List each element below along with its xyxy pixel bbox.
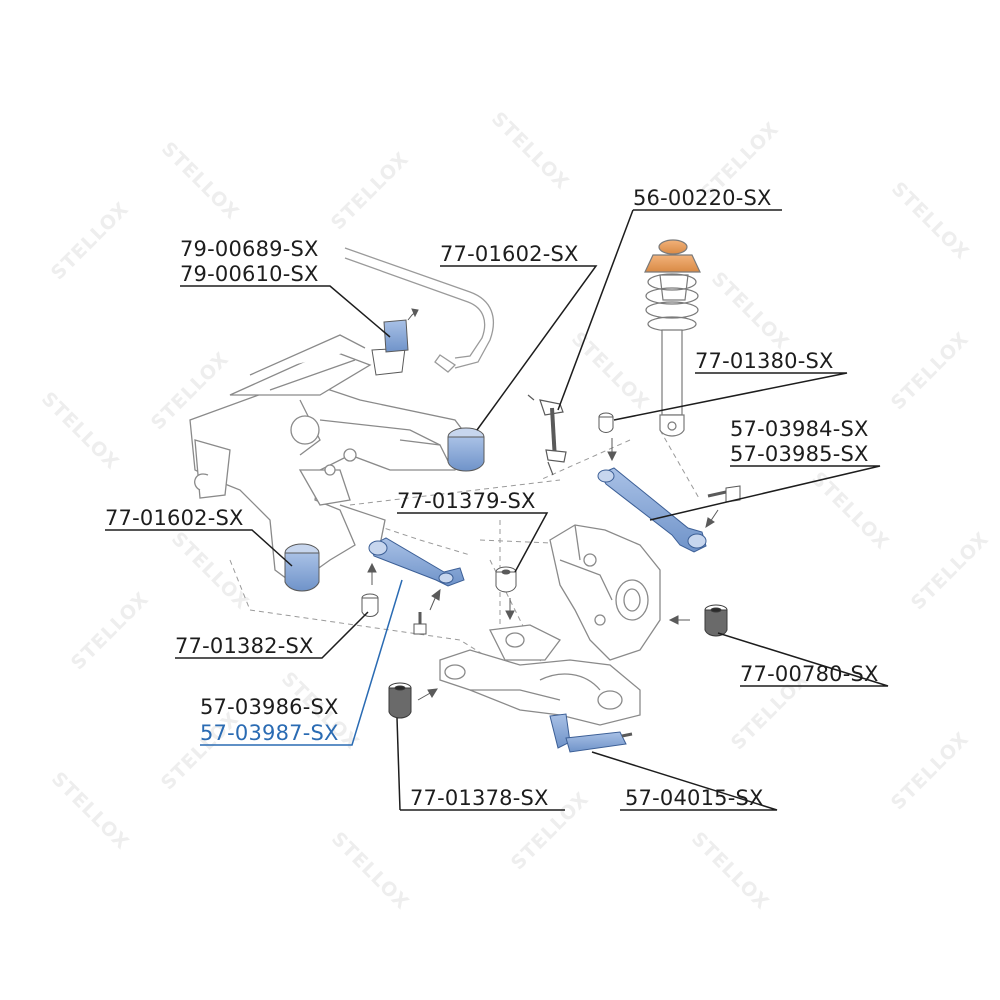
label-77-01602-top: 77-01602-SX (440, 242, 579, 266)
label-77-01379: 77-01379-SX (397, 489, 536, 513)
arm-bushing-01378 (388, 682, 412, 719)
subframe-bushing-top (447, 427, 485, 472)
spring-strut (644, 239, 701, 437)
shock-bushing (598, 412, 614, 433)
label-79-00610: 79-00610-SX (180, 262, 319, 286)
rear-subframe (189, 334, 471, 586)
label-77-01380: 77-01380-SX (695, 349, 834, 373)
stabilizer-link (527, 394, 567, 476)
hub-bushing-00780 (704, 604, 728, 637)
label-57-03985: 57-03985-SX (730, 442, 869, 466)
label-79-00689: 79-00689-SX (180, 237, 319, 261)
label-57-03984: 57-03984-SX (730, 417, 869, 441)
label-57-03986: 57-03986-SX (200, 695, 339, 719)
label-57-03987: 57-03987-SX (200, 721, 339, 745)
bolt-left (413, 612, 427, 635)
label-77-01602-left: 77-01602-SX (105, 506, 244, 530)
stabilizer-bushing (371, 308, 419, 376)
label-77-00780: 77-00780-SX (740, 662, 879, 686)
label-56-00220: 56-00220-SX (633, 186, 772, 210)
label-77-01382: 77-01382-SX (175, 634, 314, 658)
lower-control-arm (439, 624, 641, 726)
leader-lines (105, 209, 889, 811)
arm-bushing-01379 (495, 566, 517, 593)
subframe-bushing-left (284, 543, 320, 592)
wheel-carrier (549, 524, 661, 661)
bolt-right (707, 485, 741, 503)
label-57-04015: 57-04015-SX (625, 786, 764, 810)
toe-link (549, 713, 633, 753)
upper-control-arm-left (368, 537, 465, 587)
label-77-01378: 77-01378-SX (410, 786, 549, 810)
stabilizer-bar (344, 247, 494, 373)
upper-control-arm-right (597, 467, 707, 553)
leader-line-highlight (200, 579, 403, 746)
direction-arrows (367, 438, 719, 701)
arm-bushing-01382 (361, 593, 379, 617)
